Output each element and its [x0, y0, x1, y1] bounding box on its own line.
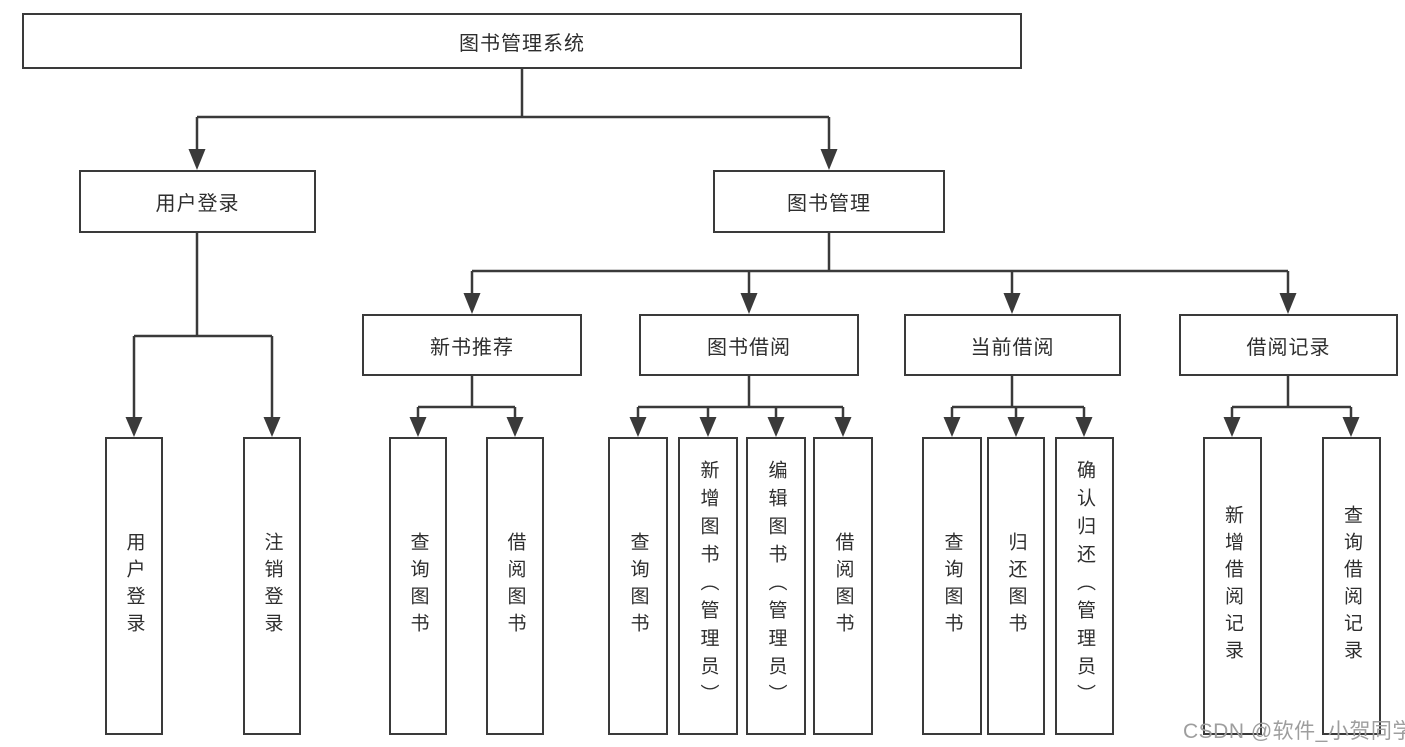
node-new-book-recommend: 新书推荐: [362, 314, 582, 376]
leaf-logout-login-label: 注销登录: [261, 532, 283, 640]
node-new-book-recommend-label: 新书推荐: [430, 336, 514, 359]
csdn-watermark: CSDN @软件_小贺同学: [1183, 720, 1405, 743]
leaf-borrow-query-books-label: 查询图书: [627, 532, 649, 640]
leaf-records-add-record: 新增借阅记录: [1203, 437, 1262, 735]
leaf-current-return-books-label: 归还图书: [1005, 532, 1027, 640]
leaf-newbook-borrow-books: 借阅图书: [486, 437, 544, 735]
node-current-borrow: 当前借阅: [904, 314, 1121, 376]
leaf-records-query-record-label: 查询借阅记录: [1341, 505, 1362, 667]
leaf-borrow-edit-books-admin: 编辑图书（管理员）: [746, 437, 806, 735]
node-borrow-records-label: 借阅记录: [1246, 336, 1331, 359]
node-book-borrow: 图书借阅: [639, 314, 859, 376]
node-user-login-label: 用户登录: [155, 193, 240, 215]
leaf-current-confirm-return-admin: 确认归还（管理员）: [1055, 437, 1114, 735]
leaf-current-query-books-label: 查询图书: [941, 532, 963, 640]
node-current-borrow-label: 当前借阅: [970, 336, 1055, 359]
leaf-logout-login: 注销登录: [243, 437, 301, 735]
leaf-borrow-query-books: 查询图书: [608, 437, 668, 735]
node-user-login: 用户登录: [79, 170, 316, 233]
leaf-borrow-borrow-books-label: 借阅图书: [832, 532, 854, 640]
leaf-borrow-borrow-books: 借阅图书: [813, 437, 873, 735]
leaf-user-login: 用户登录: [105, 437, 163, 735]
node-borrow-records: 借阅记录: [1179, 314, 1398, 376]
leaf-newbook-borrow-books-label: 借阅图书: [504, 532, 526, 640]
node-book-management-label: 图书管理: [787, 193, 871, 215]
leaf-current-return-books: 归还图书: [987, 437, 1045, 735]
leaf-newbook-query-books: 查询图书: [389, 437, 447, 735]
node-book-borrow-label: 图书借阅: [707, 336, 791, 359]
leaf-borrow-add-books-admin-label: 新增图书（管理员）: [697, 460, 719, 712]
node-root: 图书管理系统: [22, 13, 1022, 69]
leaf-borrow-add-books-admin: 新增图书（管理员）: [678, 437, 738, 735]
leaf-records-query-record: 查询借阅记录: [1322, 437, 1381, 735]
node-book-management: 图书管理: [713, 170, 945, 233]
leaf-current-query-books: 查询图书: [922, 437, 982, 735]
leaf-user-login-label: 用户登录: [123, 532, 145, 640]
leaf-newbook-query-books-label: 查询图书: [407, 532, 429, 640]
leaf-current-confirm-return-admin-label: 确认归还（管理员）: [1074, 460, 1095, 712]
leaf-borrow-edit-books-admin-label: 编辑图书（管理员）: [765, 460, 787, 712]
node-root-label: 图书管理系统: [459, 32, 585, 55]
leaf-records-add-record-label: 新增借阅记录: [1222, 505, 1243, 667]
